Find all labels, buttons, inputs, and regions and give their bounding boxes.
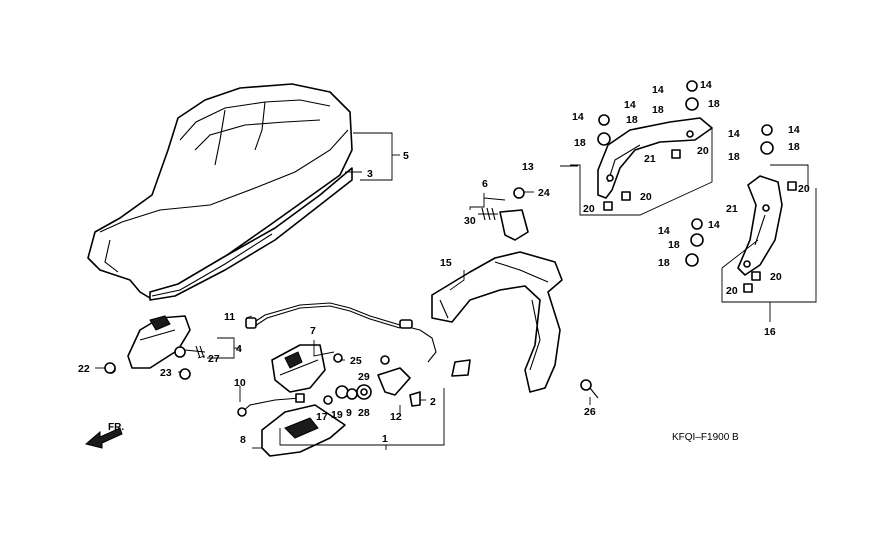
part-label-20d: 20 <box>798 183 810 195</box>
part-label-18d: 18 <box>574 137 586 149</box>
part-label-22: 22 <box>78 363 90 375</box>
lock-cable <box>237 393 305 417</box>
part-label-14b: 14 <box>700 79 712 91</box>
part-label-21a: 21 <box>644 153 656 165</box>
part-label-27: 27 <box>208 353 220 365</box>
front-label: FR. <box>108 422 124 433</box>
part-label-20b: 20 <box>640 191 652 203</box>
part-label-21b: 21 <box>726 203 738 215</box>
frame-bracket <box>431 251 599 399</box>
part-label-23: 23 <box>160 367 172 379</box>
part-label-14a: 14 <box>652 84 664 96</box>
part-label-8: 8 <box>240 434 246 446</box>
part-label-20f: 20 <box>726 285 738 297</box>
small-hardware <box>104 355 471 407</box>
part-label-18e: 18 <box>728 151 740 163</box>
part-label-2: 2 <box>430 396 436 408</box>
part-label-3: 3 <box>367 168 373 180</box>
diagram-code: KFQI–F1900 B <box>672 432 739 443</box>
part-label-14h: 14 <box>708 219 720 231</box>
front-arrow: FR. <box>84 422 124 449</box>
part-label-28: 28 <box>358 407 370 419</box>
part-label-10: 10 <box>234 377 246 389</box>
part-label-30: 30 <box>464 215 476 227</box>
part-label-11: 11 <box>224 311 235 323</box>
part-label-6: 6 <box>482 178 488 190</box>
part-label-13: 13 <box>522 161 534 173</box>
grab-rail-left <box>685 175 797 293</box>
part-label-7: 7 <box>310 325 316 337</box>
part-label-18h: 18 <box>658 257 670 269</box>
part-label-4: 4 <box>236 343 242 355</box>
part-label-24: 24 <box>538 187 550 199</box>
part-label-18b: 18 <box>708 98 720 110</box>
part-label-5: 5 <box>403 150 409 162</box>
key-cover <box>261 404 346 457</box>
leader-lines <box>95 128 817 450</box>
part-label-14c: 14 <box>624 99 636 111</box>
part-label-14e: 14 <box>728 128 740 140</box>
part-label-26: 26 <box>584 406 596 418</box>
part-label-16: 16 <box>764 326 776 338</box>
part-label-25: 25 <box>350 355 362 367</box>
part-label-18c: 18 <box>626 114 638 126</box>
part-label-1: 1 <box>382 433 388 445</box>
latch-bracket <box>106 315 206 379</box>
part-label-19: 19 <box>331 409 343 421</box>
part-label-14d: 14 <box>572 111 584 123</box>
part-labels: 1 2 3 4 5 6 7 8 9 10 11 12 13 14 14 14 1… <box>78 79 810 446</box>
part-label-15: 15 <box>440 257 452 269</box>
part-label-18a: 18 <box>652 104 664 116</box>
part-label-29: 29 <box>358 371 370 383</box>
part-label-20e: 20 <box>770 271 782 283</box>
part-label-17: 17 <box>316 411 328 423</box>
grab-rail-right <box>597 80 774 211</box>
part-label-9: 9 <box>346 407 352 419</box>
part-label-14f: 14 <box>788 124 800 136</box>
part-label-14g: 14 <box>658 225 670 237</box>
seat-cable <box>245 302 437 363</box>
part-label-20a: 20 <box>697 145 709 157</box>
seat-hook <box>478 187 529 241</box>
part-label-12: 12 <box>390 411 402 423</box>
part-label-20c: 20 <box>583 203 595 215</box>
part-label-18g: 18 <box>668 239 680 251</box>
part-label-18f: 18 <box>788 141 800 153</box>
seat <box>87 83 353 301</box>
